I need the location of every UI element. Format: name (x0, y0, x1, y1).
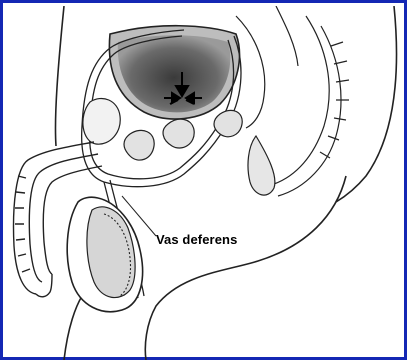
testis (67, 197, 142, 311)
vas-deferens-label: Vas deferens (156, 232, 237, 247)
buttock-outline (336, 6, 397, 202)
pelvic-bone (83, 98, 120, 144)
anatomy-illustration (6, 6, 407, 360)
spine-rectum (236, 6, 349, 196)
